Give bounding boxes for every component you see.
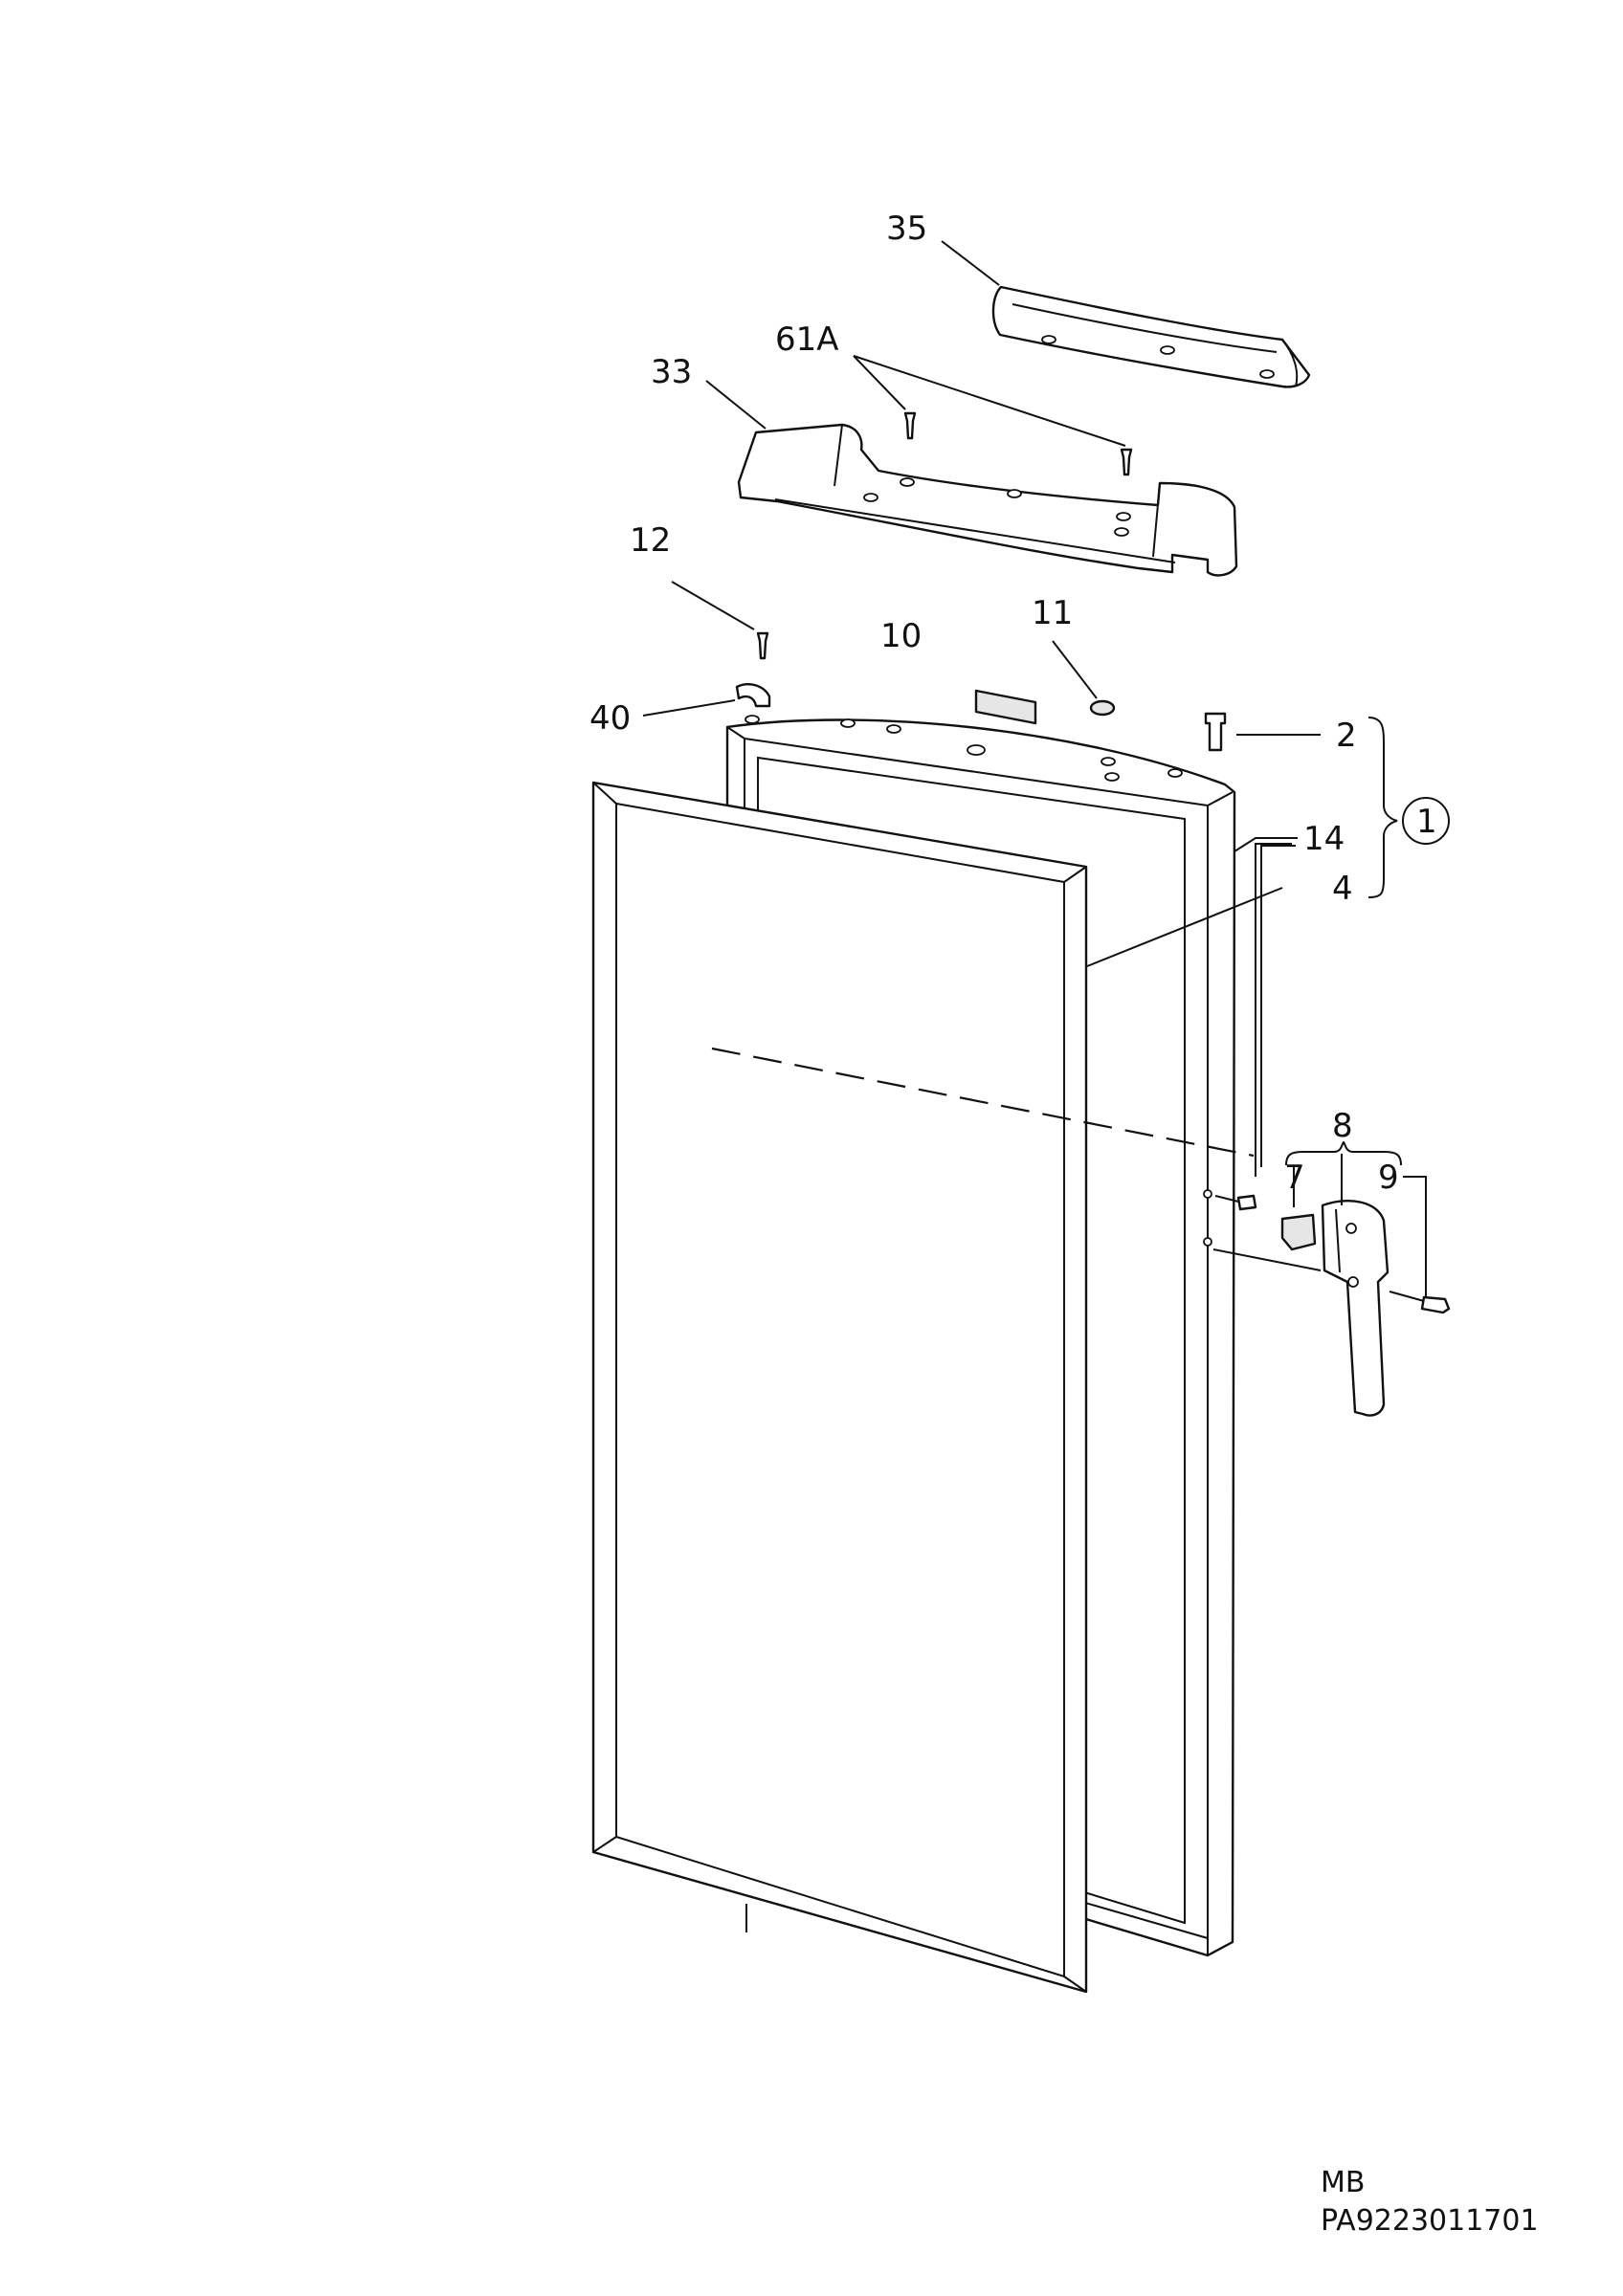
- part-12-screw: [756, 631, 769, 660]
- callout-labels: 35 61A 33 12 10 11 40 2 1 14 4 8 7 9: [589, 210, 1437, 1197]
- callout-4: 4: [1332, 870, 1353, 908]
- footer-model: MB: [1321, 2166, 1366, 2199]
- callout-10: 10: [880, 617, 922, 655]
- callout-40: 40: [589, 699, 631, 738]
- footer-code: PA9223011701: [1321, 2204, 1539, 2238]
- part-40-hinge-clip: [735, 683, 771, 708]
- part-9-screw: [1389, 1291, 1451, 1314]
- callout-1: 1: [1416, 803, 1437, 841]
- part-8-handle: [1212, 1200, 1390, 1417]
- callout-8: 8: [1332, 1107, 1353, 1145]
- part-11-plug: [1089, 699, 1116, 717]
- callout-12: 12: [630, 521, 671, 560]
- callout-7: 7: [1284, 1159, 1305, 1197]
- door-gasket: [591, 781, 1088, 1994]
- leader-lines: [642, 240, 1450, 1297]
- part-10-insert: [974, 689, 1037, 725]
- part-35-trim-strip: [991, 285, 1311, 388]
- callout-14: 14: [1303, 820, 1345, 858]
- callout-61a: 61A: [775, 320, 839, 359]
- callout-11: 11: [1032, 594, 1073, 632]
- part-61a-screws: [903, 411, 1133, 476]
- part-2-hinge-pin: [1204, 712, 1227, 752]
- callout-33: 33: [651, 353, 692, 391]
- break-line: [711, 1047, 1255, 1158]
- part-14-screw: [1214, 1194, 1257, 1211]
- callout-circle-1: [1402, 797, 1450, 845]
- callout-2: 2: [1336, 717, 1357, 755]
- part-33-top-cover: [737, 423, 1238, 577]
- callout-9: 9: [1378, 1159, 1399, 1197]
- callout-35: 35: [886, 210, 927, 248]
- part-7-clip: [1280, 1213, 1317, 1251]
